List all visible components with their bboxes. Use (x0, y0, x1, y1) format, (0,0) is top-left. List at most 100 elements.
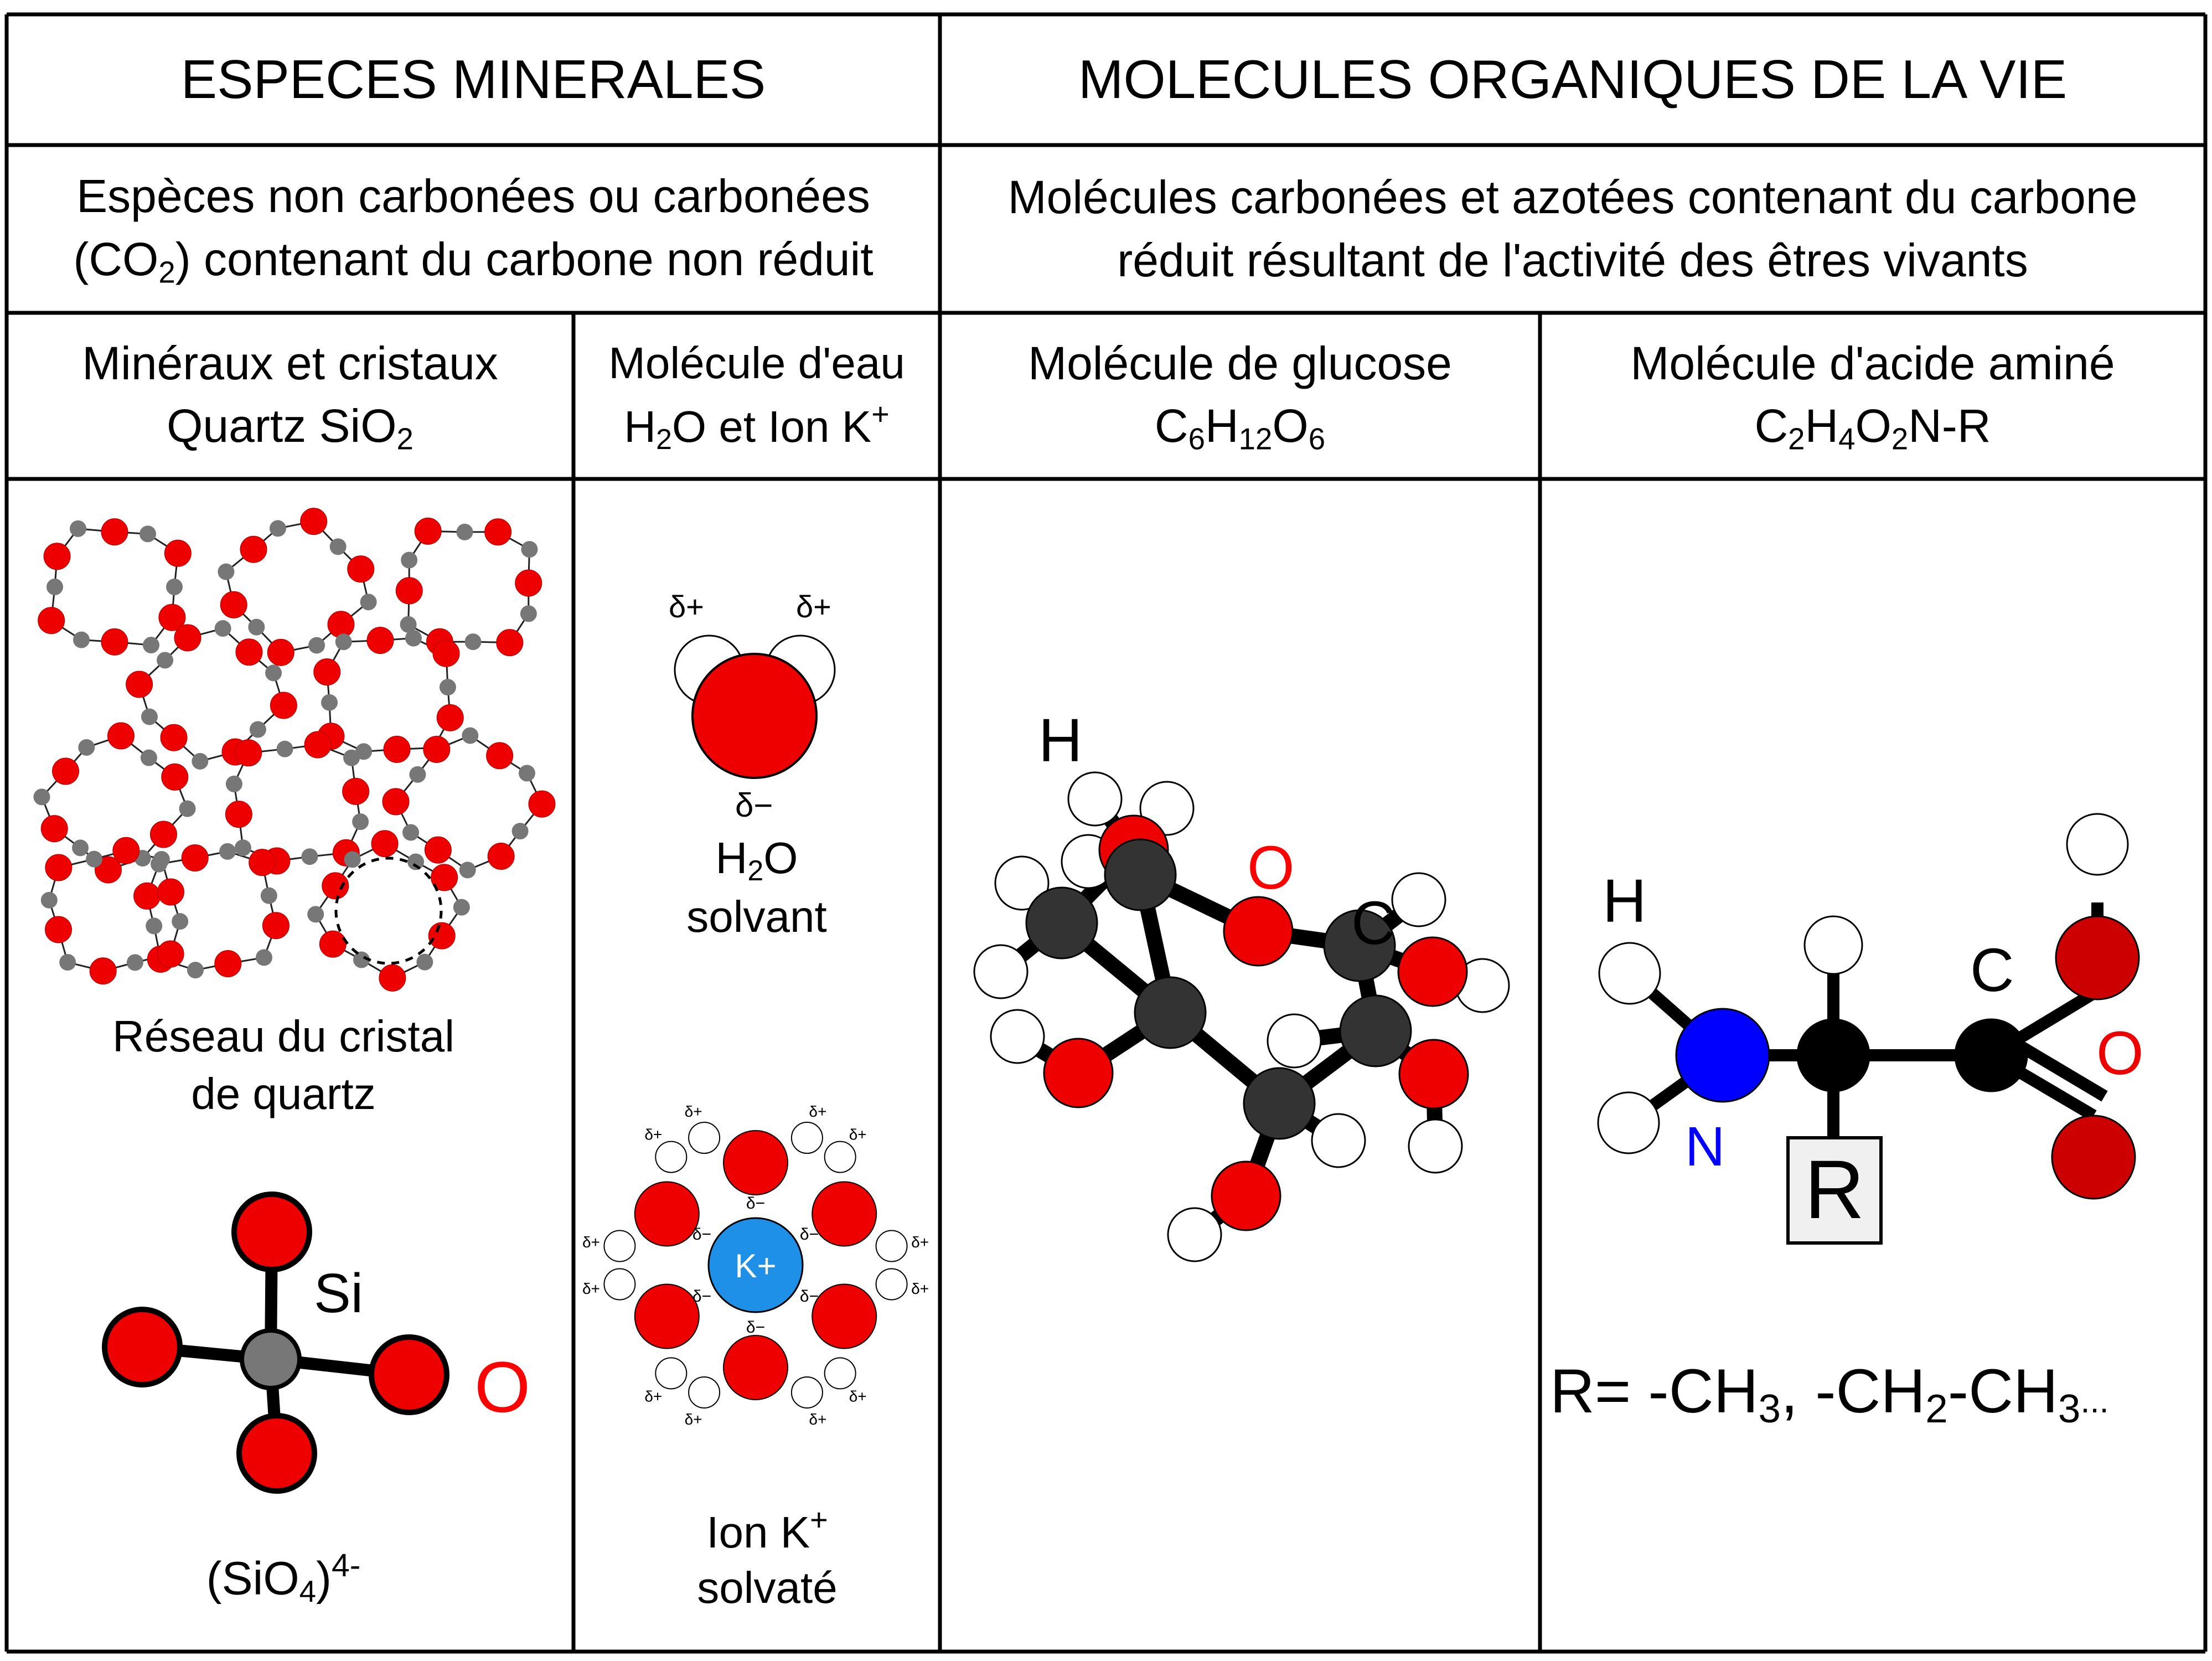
silicon-atom (343, 749, 360, 766)
oxygen-atom (423, 735, 451, 763)
water-molecule-diagram: δ+ δ+ δ− (669, 589, 836, 824)
desc-co2-sub: 2 (158, 255, 175, 290)
hydrogen-atom (875, 1268, 908, 1301)
oxygen-atom (496, 629, 524, 657)
silicon-atom (462, 727, 479, 744)
glucose-molecule-diagram: H O C (973, 706, 1510, 1262)
sio4-formula: (SiO4)4- (7, 1545, 560, 1612)
silicon-atom (276, 740, 293, 757)
delta-plus-label: δ+ (809, 1411, 826, 1428)
solvated-ion-caption: Ion K+ solvaté (573, 1500, 961, 1616)
mineral-description: Espèces non carbonées ou carbonées (CO2)… (7, 145, 940, 313)
delta-plus-label: δ+ (644, 1387, 662, 1405)
oxygen-atom (220, 591, 247, 618)
hydrogen-atom (688, 1122, 721, 1154)
oxygen-atom (101, 628, 128, 656)
oxygen-atom (149, 821, 177, 848)
oxygen-atom (45, 854, 73, 881)
water-k-sup: + (871, 396, 890, 431)
silicon-atom (360, 594, 377, 611)
silicon-atom (240, 1328, 302, 1390)
ion-caption-line1: Ion K+ (573, 1500, 961, 1560)
sio4-close: ) (316, 1552, 332, 1605)
oxygen-atom (52, 757, 80, 785)
delta-minus-label: δ− (692, 1287, 711, 1306)
nitrogen-atom (1675, 1008, 1770, 1103)
silicon-atom (464, 633, 482, 651)
potassium-ion (707, 1217, 804, 1313)
solvated-potassium-diagram: δ+δ+δ−δ+δ+δ−δ+δ+δ−δ+δ+δ−δ+δ+δ−δ+δ+δ−K+ (582, 1103, 929, 1428)
hydrogen-atom (1267, 1013, 1322, 1069)
potassium-label: K+ (735, 1247, 776, 1285)
oxygen-atom (249, 849, 276, 876)
h2o-sub: 2 (747, 855, 764, 887)
oxygen-atom (158, 603, 186, 631)
oxygen-atom (436, 704, 464, 731)
oxygen-atom (322, 872, 349, 900)
carbon-label: C (1970, 936, 2014, 1004)
amino-header-line1: Molécule d'acide aminé (1630, 337, 2115, 389)
oxygen-atom (235, 739, 262, 767)
silicon-atom (407, 853, 425, 870)
silicon-atom (214, 620, 231, 637)
silicon-atom (409, 766, 426, 783)
oxygen-atom (486, 742, 514, 770)
water-molecule: δ+δ+δ− (790, 1230, 929, 1428)
oxygen-atom (379, 964, 406, 992)
quartz-header-line2: Quartz SiO2 (167, 395, 414, 460)
silicon-atom (521, 541, 538, 558)
silicon-atom (405, 630, 422, 647)
carbon-atom (1796, 1018, 1870, 1092)
water-molecule: δ+δ+δ− (582, 1103, 721, 1301)
hydrogen-atom (824, 1357, 856, 1390)
glucose-o: O (1272, 400, 1309, 452)
oxygen-atom (342, 777, 370, 805)
silicon-atom (249, 721, 266, 738)
oxygen-atom (484, 518, 512, 546)
delta-minus-label: δ− (800, 1225, 819, 1244)
silicon-atom (166, 579, 183, 595)
oxygen-atom (157, 878, 184, 906)
amino-column-header: Molécule d'acide aminé C2H4O2N-R (1540, 313, 2205, 479)
oxygen-atom (634, 1283, 700, 1349)
mineral-desc-line1: Espèces non carbonées ou carbonées (76, 170, 870, 223)
oxygen-atom (133, 882, 161, 910)
silicon-atom (59, 954, 76, 971)
oxygen-atom (366, 627, 394, 654)
silicon-atom (439, 679, 456, 696)
delta-plus-label: δ+ (911, 1280, 929, 1297)
oxygen-atom (181, 844, 209, 871)
r-group-box (1786, 1136, 1883, 1245)
delta-plus-label: δ+ (849, 1387, 867, 1405)
water-h-sub: 2 (655, 423, 672, 456)
sio4-highlight-circle (334, 857, 443, 965)
oxygen-atom (214, 950, 242, 978)
oxygen-atom (487, 843, 515, 870)
h2o-formula: H2O (573, 830, 940, 889)
oxygen-atom (1211, 1160, 1281, 1231)
amino-c: C (1754, 400, 1789, 452)
si-label: Si (314, 1262, 363, 1324)
carbon-label: C (1351, 889, 1395, 957)
oxygen-atom (45, 916, 73, 943)
silicon-atom (40, 891, 58, 909)
oxygen-atom (164, 539, 192, 567)
oxygen-atom (347, 555, 375, 583)
silicon-atom (33, 788, 50, 806)
hydrogen-label: H (1603, 867, 1646, 935)
oxygen-label: O (1247, 834, 1295, 902)
hydrogen-atom (1167, 1207, 1222, 1262)
silicon-atom (307, 906, 324, 923)
delta-minus-label: δ− (692, 1225, 711, 1244)
hydrogen-atom (990, 1009, 1045, 1064)
glucose-o-sub: 6 (1308, 422, 1326, 456)
glucose-c-sub: 6 (1188, 422, 1205, 456)
delta-plus-label: δ+ (669, 589, 704, 624)
silicon-atom (72, 839, 89, 857)
amino-c-sub: 2 (1788, 422, 1805, 456)
oxygen-atom (1398, 1039, 1469, 1110)
r-def-ellipsis: ... (2080, 1382, 2109, 1420)
oxygen-atom (414, 517, 442, 545)
hydrogen-atom (994, 855, 1050, 911)
oxygen-atom (382, 788, 410, 816)
